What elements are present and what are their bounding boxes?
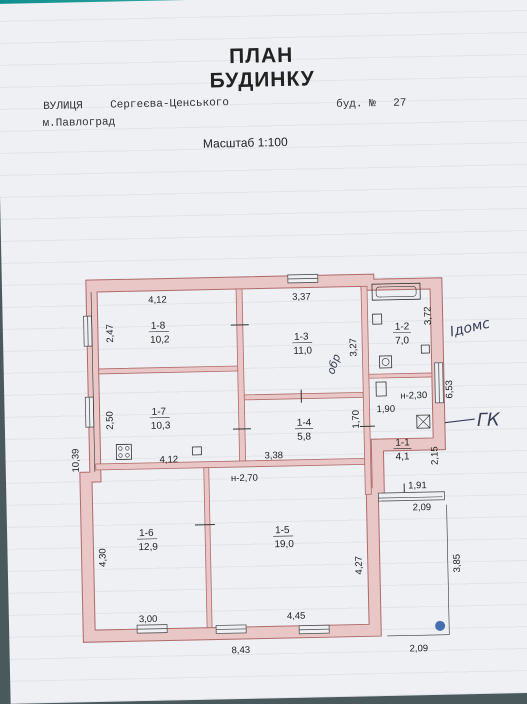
dim-porch-inner: 1,91 [408,480,427,491]
dim-right-wing-height: 6,53 [444,380,455,399]
dim-height-230: н-2,30 [400,390,427,402]
dim-room17-height: 2,50 [105,411,116,430]
dim-height-270: н-2,70 [231,473,258,485]
room-1-2: 1-2 7,0 [393,321,412,346]
dim-top-mid-width: 3,37 [292,291,311,302]
dim-room15-height: 4,27 [354,556,365,575]
dim-total-width: 8,43 [231,645,250,656]
dim-porch-width: 2,09 [413,502,432,513]
room-id: 1-7 [151,407,166,418]
handwritten-note-mid: обр [324,352,343,376]
dim-mid-left-width: 4,12 [159,454,178,465]
room-1-6: 1-6 12,9 [137,528,158,553]
room-1-7: 1-7 10,3 [149,406,170,431]
room-1-5: 1-5 19,0 [273,525,294,550]
dim-room16-height: 4,30 [97,548,108,567]
handwritten-note-gk: ГК [477,410,501,431]
dim-room14-height: 1,70 [351,410,362,429]
dim-mid-right-width: 3,38 [264,450,283,461]
room-area: 5,8 [297,431,312,442]
dim-total-height: 10,39 [70,449,81,473]
dim-room16-width: 3,00 [139,614,158,625]
room-area: 12,9 [138,542,158,553]
room-area: 11,0 [293,345,312,356]
room-id: 1-1 [395,437,410,448]
room-1-4: 1-4 5,8 [295,417,314,442]
room-area: 19,0 [274,539,294,550]
room-area: 10,2 [150,334,170,345]
dim-top-left-width: 4,12 [148,294,167,305]
dim-room18-height: 2,47 [105,324,116,343]
room-area: 7,0 [395,335,410,346]
room-id: 1-5 [275,525,290,536]
room-id: 1-3 [294,332,309,343]
handwritten-note-right: Ідомс [448,316,492,341]
room-id: 1-8 [151,321,166,332]
dim-room15-width: 4,45 [287,611,306,622]
dim-bottom-right-width: 2,09 [409,643,428,654]
room-id: 1-6 [139,528,154,539]
dim-bath-height: 3,72 [422,306,433,325]
room-area: 10,3 [151,420,171,431]
room-area: 4,1 [395,451,410,462]
room-1-8: 1-8 10,2 [149,320,170,345]
room-id: 1-2 [395,321,410,332]
room-1-3: 1-3 11,0 [292,331,313,356]
dim-room13-height: 3,27 [348,338,359,357]
dim-room11-height: 2,15 [429,446,440,465]
room-id: 1-4 [297,417,312,428]
walls [76,272,450,643]
dim-hall-width: 1,90 [376,404,395,415]
dim-outer-right-height: 3,85 [452,554,463,573]
